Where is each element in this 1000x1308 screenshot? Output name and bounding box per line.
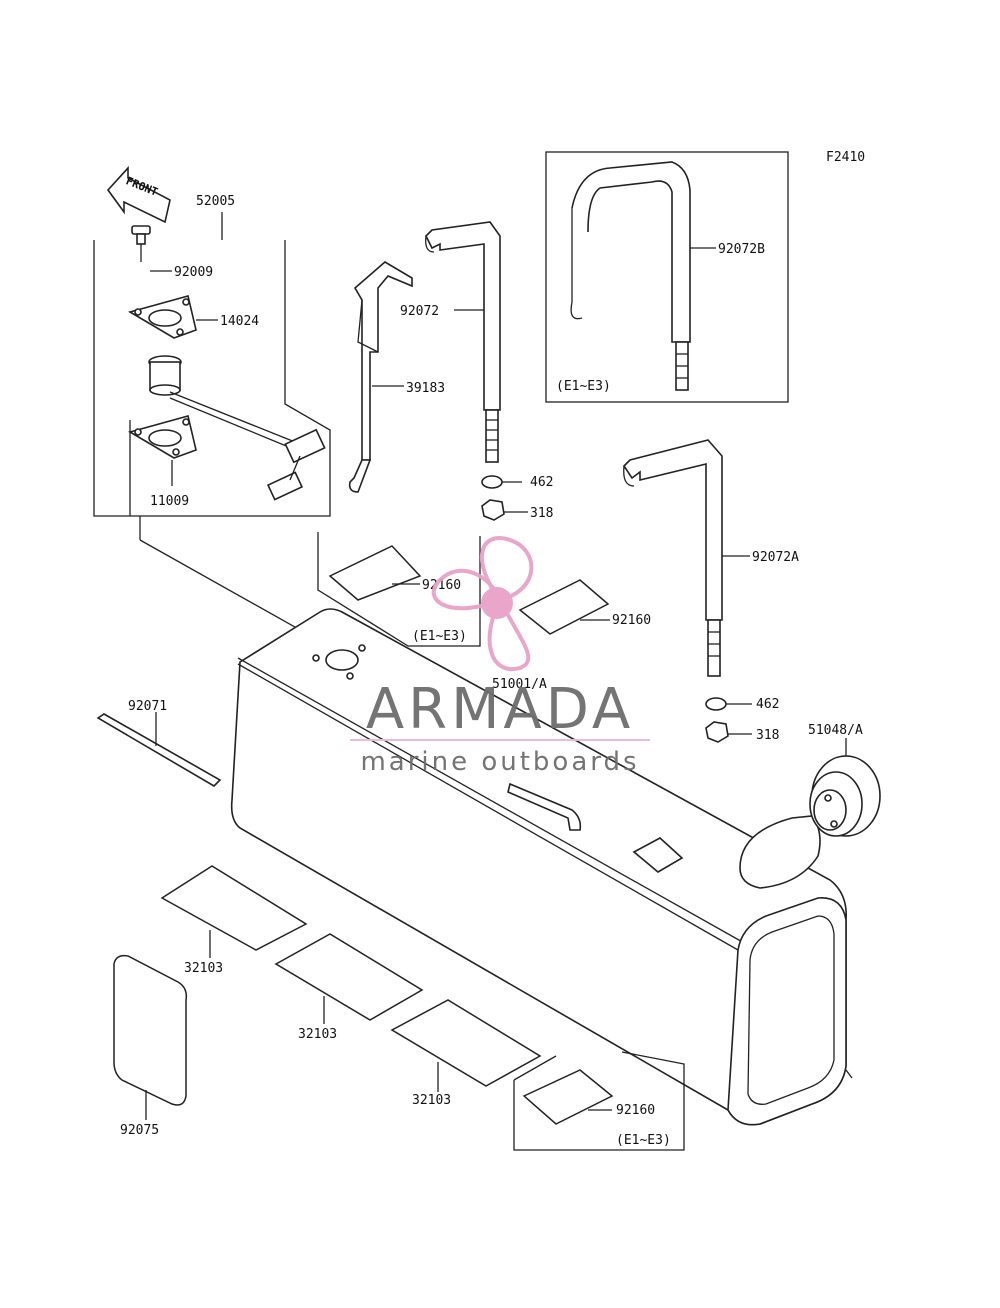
part-number-92160-a: 92160	[422, 578, 461, 593]
fuel-sender-part	[148, 355, 326, 501]
part-number-462-b: 462	[756, 697, 779, 712]
nut-318-a	[481, 499, 528, 521]
variant-box-92072B	[545, 151, 789, 403]
part-number-318-b: 318	[756, 728, 779, 743]
watermark-tagline: marine outboards	[360, 747, 639, 777]
watermark-brand: ARMADA	[366, 677, 634, 742]
part-number-92075: 92075	[120, 1123, 159, 1138]
pad-32103-a	[160, 865, 308, 958]
part-number-462-a: 462	[530, 475, 553, 490]
pad-32103-b	[274, 933, 424, 1024]
part-number-92072: 92072	[400, 304, 439, 319]
part-number-318-a: 318	[530, 506, 553, 521]
figure-id: F2410	[826, 150, 865, 165]
nut-318-b	[705, 721, 752, 743]
fuel-tank-part	[230, 608, 853, 1126]
part-number-92009: 92009	[174, 265, 213, 280]
variant-note: (E1~E3)	[616, 1133, 671, 1148]
gasket-part	[127, 415, 197, 486]
part-number-92160-b: 92160	[612, 613, 651, 628]
part-number-11009: 11009	[150, 494, 189, 509]
bracket-39183-part	[348, 261, 413, 493]
pad-92160-a	[317, 532, 481, 647]
part-number-32103-a: 32103	[184, 961, 223, 976]
part-number-51048A: 51048/A	[808, 723, 863, 738]
part-number-92071: 92071	[128, 699, 167, 714]
pump-leader-line	[139, 539, 319, 641]
pad-92075	[113, 954, 188, 1120]
propeller-logo-icon	[431, 536, 534, 672]
pad-92160-b	[518, 579, 610, 635]
fuel-pump-group-bracket	[93, 212, 331, 517]
fuel-cap-part	[809, 738, 881, 837]
plate-part	[127, 295, 218, 339]
strap-92072A-part	[622, 439, 750, 677]
variant-note: (E1~E3)	[412, 629, 467, 644]
part-number-92072B: 92072B	[718, 242, 765, 257]
part-number-32103-b: 32103	[298, 1027, 337, 1042]
variant-note: (E1~E3)	[556, 379, 611, 394]
washer-462-b	[705, 697, 752, 711]
strap-92072-part	[425, 221, 501, 463]
part-number-14024: 14024	[220, 314, 259, 329]
part-number-92160-c: 92160	[616, 1103, 655, 1118]
part-number-51001A: 51001/A	[492, 677, 547, 692]
screw-part	[131, 225, 172, 272]
pad-32103-c	[390, 999, 542, 1092]
pad-92160-c	[513, 1051, 685, 1151]
part-number-39183: 39183	[406, 381, 445, 396]
armada-watermark: ARMADA marine outboards	[350, 536, 650, 777]
gauge-stick-part	[96, 712, 222, 788]
part-number-32103-c: 32103	[412, 1093, 451, 1108]
part-number-52005: 52005	[196, 194, 235, 209]
front-arrow-icon: FRONT	[106, 165, 171, 224]
part-number-92072A: 92072A	[752, 550, 799, 565]
washer-462-a	[481, 475, 522, 489]
